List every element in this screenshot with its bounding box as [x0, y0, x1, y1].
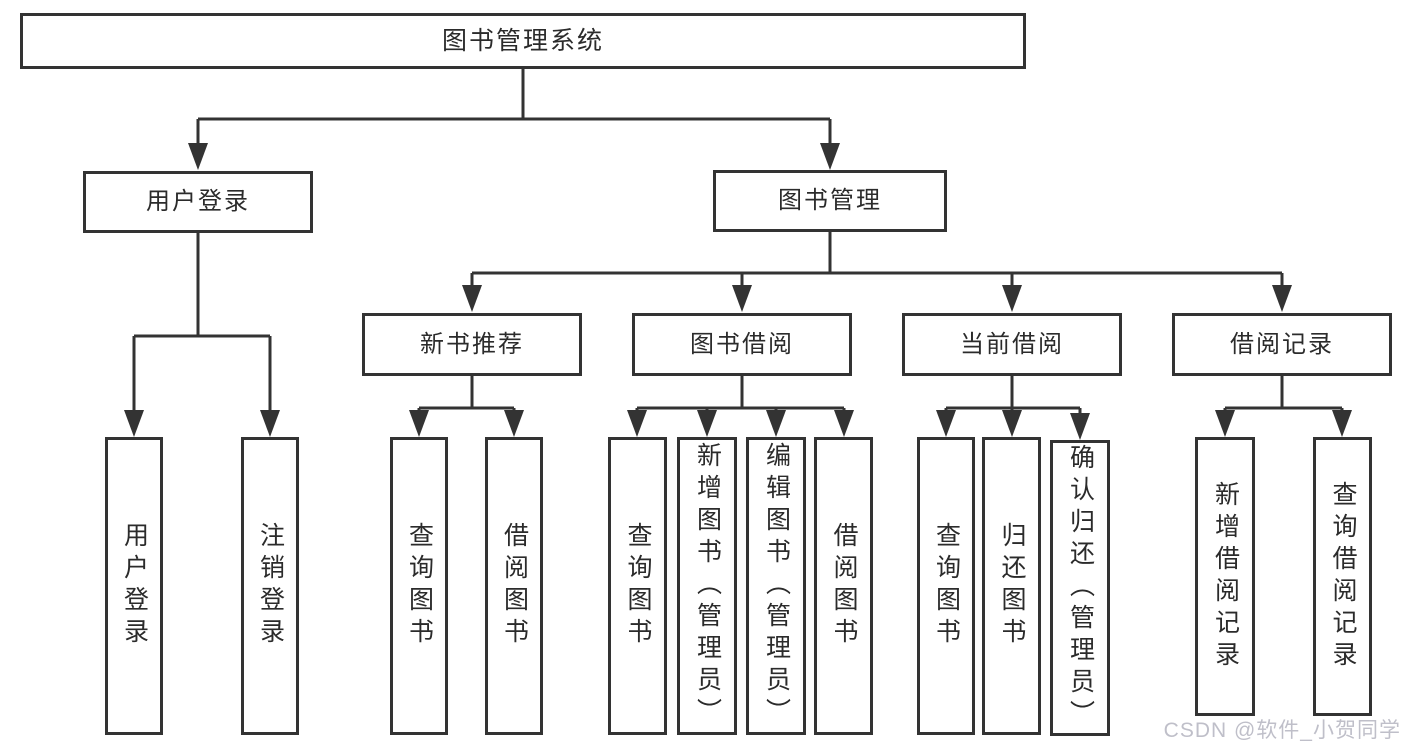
leaf-nbr-query-books: 查询图书	[390, 437, 448, 735]
leaf-br-query-record: 查询借阅记录	[1313, 437, 1372, 716]
node-book-management-branch: 图书管理	[713, 170, 947, 232]
arrowhead-icons	[124, 143, 1352, 440]
arrow-down-icon	[1332, 410, 1352, 437]
arrow-down-icon	[766, 410, 786, 437]
arrow-down-icon	[936, 410, 956, 437]
leaf-cb-confirm-return-admin: 确认归还（管理员）	[1050, 440, 1110, 736]
leaf-cb-query-books: 查询图书	[917, 437, 975, 735]
leaf-bb-query-books: 查询图书	[608, 437, 667, 735]
leaf-bb-edit-books-admin: 编辑图书（管理员）	[746, 437, 806, 735]
arrow-down-icon	[1070, 413, 1090, 440]
arrow-down-icon	[1002, 285, 1022, 312]
leaf-bb-borrow-books: 借阅图书	[814, 437, 873, 735]
arrow-down-icon	[732, 285, 752, 312]
node-new-book-recommend: 新书推荐	[362, 313, 582, 376]
leaf-cb-return-books: 归还图书	[982, 437, 1041, 735]
leaf-bb-add-books-admin: 新增图书（管理员）	[677, 437, 737, 735]
leaf-br-add-record: 新增借阅记录	[1195, 437, 1255, 716]
arrow-down-icon	[1272, 285, 1292, 312]
arrow-down-icon	[188, 143, 208, 170]
node-user-login-branch: 用户登录	[83, 171, 313, 233]
arrow-down-icon	[627, 410, 647, 437]
arrow-down-icon	[1215, 410, 1235, 437]
arrow-down-icon	[1002, 410, 1022, 437]
arrow-down-icon	[409, 410, 429, 437]
arrow-down-icon	[124, 410, 144, 437]
arrow-down-icon	[504, 410, 524, 437]
leaf-user-login: 用户登录	[105, 437, 163, 735]
node-book-borrowing: 图书借阅	[632, 313, 852, 376]
node-current-borrowing: 当前借阅	[902, 313, 1122, 376]
arrow-down-icon	[834, 410, 854, 437]
node-borrowing-records: 借阅记录	[1172, 313, 1392, 376]
arrow-down-icon	[820, 143, 840, 170]
arrow-down-icon	[462, 285, 482, 312]
node-library-management-system: 图书管理系统	[20, 13, 1026, 69]
leaf-nbr-borrow-books: 借阅图书	[485, 437, 543, 735]
arrow-down-icon	[260, 410, 280, 437]
leaf-logout: 注销登录	[241, 437, 299, 735]
arrow-down-icon	[697, 410, 717, 437]
csdn-watermark: CSDN @软件_小贺同学	[1163, 719, 1401, 742]
